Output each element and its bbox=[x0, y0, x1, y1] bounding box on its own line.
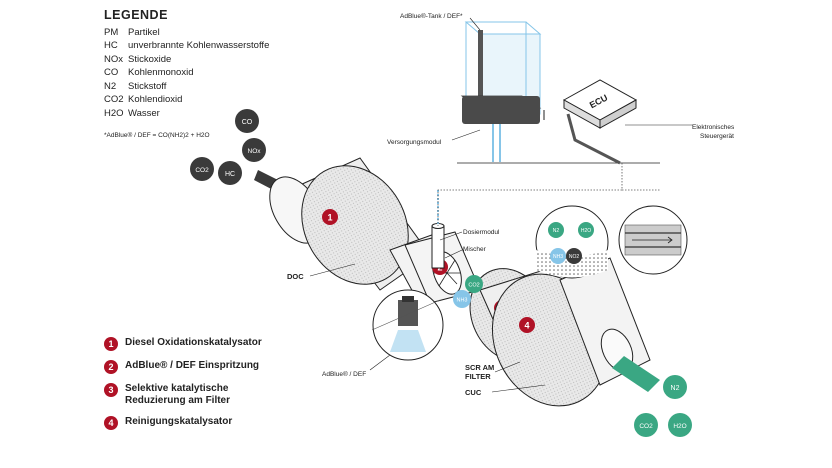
signal-lines bbox=[437, 163, 660, 226]
outlet-pipe bbox=[612, 356, 660, 392]
legend-note: *AdBlue® / DEF = CO(NH2)2 + H2O bbox=[104, 132, 210, 139]
step-list: 1 Diesel Oxidationskatalysator 2 AdBlue® /… bbox=[104, 337, 275, 439]
legend-desc: Partikel bbox=[128, 26, 160, 38]
cuc-label: CUC bbox=[465, 388, 482, 397]
inlet-gas-bubble-co2: CO2 bbox=[190, 157, 214, 181]
step-number-badge: 2 bbox=[104, 360, 118, 374]
tank-label: AdBlue®-Tank / DEF* bbox=[400, 12, 463, 20]
adblue-label: AdBlue® / DEF bbox=[322, 370, 366, 378]
ecu-description-line2: Steuergerät bbox=[700, 133, 734, 140]
ecu-description-line1: Elektronisches bbox=[692, 124, 735, 131]
step-item: 1 Diesel Oxidationskatalysator bbox=[104, 337, 275, 351]
cuc-catalyst bbox=[491, 257, 651, 407]
bubble-label: H2O bbox=[673, 423, 686, 430]
legend-title: LEGENDE bbox=[104, 8, 168, 22]
adblue-tank bbox=[457, 21, 660, 164]
legend-abbr: NOx bbox=[104, 53, 123, 65]
legend-row: CO2 Kohlendioxid bbox=[104, 93, 269, 107]
legend-abbr: CO2 bbox=[104, 94, 124, 105]
legend-desc: Kohlenmonoxid bbox=[128, 67, 194, 78]
doc-label: DOC bbox=[287, 272, 304, 281]
bubble-label: N2 bbox=[553, 228, 560, 234]
outlet-gas-bubble-n2: N2 bbox=[663, 375, 687, 399]
step-label: Diesel Oxidationskatalysator bbox=[125, 337, 262, 348]
legend-abbr: HC bbox=[104, 40, 118, 51]
inlet-gas-bubble-nox: NOx bbox=[242, 138, 266, 162]
legend-row: NOx Stickoxide bbox=[104, 53, 269, 67]
bubble-label: H2O bbox=[581, 228, 591, 234]
mixer-bubble-nh3: NH3 bbox=[453, 290, 471, 308]
legend-abbr: PM bbox=[104, 26, 119, 38]
legend-desc: Wasser bbox=[128, 107, 160, 119]
legend-desc: unverbrannte Kohlenwasserstoffe bbox=[128, 40, 270, 51]
legend-desc: Kohlendioxid bbox=[128, 94, 183, 105]
bubble-label: HC bbox=[225, 171, 235, 178]
legend-abbr: H2O bbox=[104, 107, 124, 119]
bubble-label: NH3 bbox=[553, 254, 563, 260]
legend-row: H2O Wasser bbox=[104, 107, 269, 121]
ecu-unit: ECU bbox=[562, 79, 638, 165]
legend: LEGENDE PM Partikel HC unverbrannte Kohlen… bbox=[104, 8, 269, 143]
step-4-marker: 4 bbox=[519, 317, 535, 333]
step-1-marker: 1 bbox=[322, 209, 338, 225]
legend-abbr: CO bbox=[104, 67, 119, 78]
outlet-gas-bubble-co2: CO2 bbox=[634, 413, 658, 437]
outlet-gas-bubble-h2o: H2O bbox=[668, 413, 692, 437]
bubble-label: CO2 bbox=[195, 167, 209, 174]
scr-label-line2: FILTER bbox=[465, 372, 491, 381]
bubble-label: CO2 bbox=[639, 423, 653, 430]
reaction-detail-circle: N2 H2O NH3 NO2 bbox=[535, 205, 609, 279]
inlet-gas-bubble-co: CO bbox=[235, 109, 259, 133]
step-label: Reinigungskatalysator bbox=[125, 416, 233, 427]
step-item: 3 Selektive katalytische Reduzierung am F… bbox=[104, 383, 275, 407]
legend-desc: Stickstoff bbox=[128, 80, 167, 92]
legend-row: N2 Stickstoff bbox=[104, 80, 269, 94]
legend-row: CO Kohlenmonoxid bbox=[104, 66, 269, 80]
mixer-label: Mischer bbox=[463, 246, 487, 253]
leader-lines bbox=[309, 17, 693, 393]
bubble-label: N2 bbox=[671, 385, 680, 392]
legend-row: PM Partikel bbox=[104, 26, 269, 40]
supply-module-label: Versorgungsmodul bbox=[387, 139, 442, 146]
bubble-label: CO bbox=[242, 119, 253, 126]
bubble-label: NO2 bbox=[569, 254, 580, 260]
bubble-label: NOx bbox=[248, 148, 262, 155]
marker-label: 1 bbox=[327, 213, 332, 223]
step-label: Selektive katalytische Reduzierung am Fi… bbox=[125, 383, 231, 406]
legend-abbr: N2 bbox=[104, 80, 117, 92]
legend-desc: Stickoxide bbox=[128, 53, 172, 65]
step-label: AdBlue® / DEF Einspritzung bbox=[125, 360, 260, 371]
marker-label: 4 bbox=[524, 321, 529, 331]
filter-detail-circle bbox=[618, 205, 688, 275]
injector-detail-circle bbox=[371, 289, 444, 361]
step-item: 2 AdBlue® / DEF Einspritzung bbox=[104, 360, 275, 374]
mixer-bubble-co2: CO2 bbox=[465, 275, 483, 293]
legend-row: HC unverbrannte Kohlenwasserstoffe bbox=[104, 39, 269, 53]
bubble-label: CO2 bbox=[468, 283, 479, 289]
step-number-badge: 4 bbox=[104, 416, 118, 430]
step-number-badge: 3 bbox=[104, 383, 118, 397]
step-item: 4 Reinigungskatalysator bbox=[104, 416, 275, 430]
scr-label-line1: SCR AM bbox=[465, 363, 494, 372]
bubble-label: NH3 bbox=[456, 298, 467, 304]
step-number-badge: 1 bbox=[104, 337, 118, 351]
dosing-module-label: Dosiermodul bbox=[463, 229, 500, 236]
inlet-gas-bubble-hc: HC bbox=[218, 161, 242, 185]
